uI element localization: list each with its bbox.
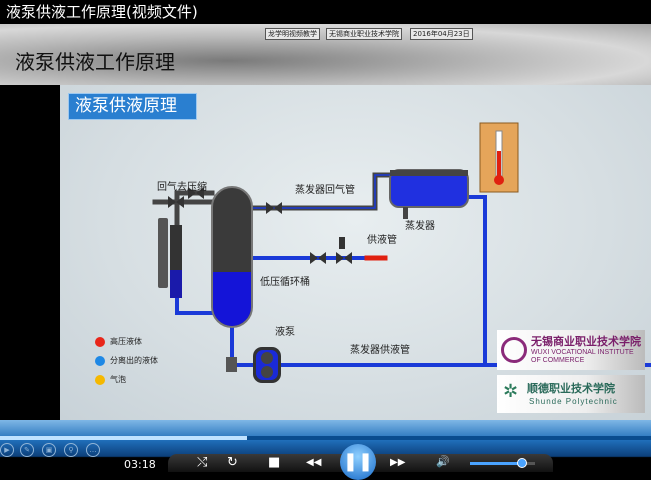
repeat-button[interactable]: ↻ <box>227 455 238 470</box>
label-pump: 液泵 <box>275 327 295 338</box>
tag-date: 2016年04月23日 <box>410 28 473 40</box>
label-evaporator: 蒸发器 <box>405 221 435 232</box>
search-icon[interactable]: ⚲ <box>64 443 78 457</box>
snapshot-icon[interactable]: ▣ <box>42 443 56 457</box>
volume-knob[interactable] <box>517 458 527 468</box>
diagram <box>152 122 651 383</box>
label-evap-supply: 蒸发器供液管 <box>350 345 410 356</box>
legend-separated-liquid: 分离出的液体 <box>95 355 158 366</box>
pause-button[interactable]: ❚❚ <box>340 444 376 480</box>
stop-button[interactable]: ■ <box>268 455 281 470</box>
label-low-pressure-drum: 低压循环桶 <box>260 277 310 288</box>
next-button[interactable]: ▶▶ <box>390 457 406 468</box>
logo-shunde: ✲ 顺德职业技术学院 Shunde Polytechnic <box>497 375 645 413</box>
video-area[interactable]: 液泵供液原理 <box>12 85 651 420</box>
evaporator <box>389 169 469 219</box>
low-pressure-drum <box>211 186 253 328</box>
video-title: 液泵供液原理 <box>68 93 197 120</box>
label-supply-pipe: 供液管 <box>367 235 397 246</box>
thermometer-icon <box>479 122 519 193</box>
logo-wuxi: 无锡商业职业技术学院 WUXI VOCATIONAL INSTITUTE OF … <box>497 330 645 370</box>
slide-header: 龙学明视频教学 无锡商业职业技术学院 2016年04月23日 液泵供液工作原理 <box>0 24 651 85</box>
seek-bar[interactable] <box>0 436 651 440</box>
valve-icons <box>168 187 352 264</box>
tag-school: 无锡商业职业技术学院 <box>326 28 402 40</box>
level-gauge <box>158 218 168 288</box>
previous-button[interactable]: ◀◀ <box>306 457 322 468</box>
time-display: 03:18 <box>124 458 156 471</box>
legend-high-pressure: 高压液体 <box>95 336 142 347</box>
slide-title: 液泵供液工作原理 <box>15 50 175 74</box>
more-icon[interactable]: … <box>86 443 100 457</box>
volume-icon[interactable]: 🔊 <box>436 455 450 468</box>
shuffle-button[interactable]: ⤭ <box>197 455 208 470</box>
tag-teacher: 龙学明视频教学 <box>265 28 320 40</box>
pen-icon[interactable]: ✎ <box>20 443 34 457</box>
label-return-compress: 回气去压缩 <box>157 182 207 193</box>
label-evap-return: 蒸发器回气管 <box>295 185 355 196</box>
media-player-controls: ▶ ✎ ▣ ⚲ … 03:18 ⤭ ↻ ■ ◀◀ ❚❚ ▶▶ 🔊 <box>0 420 651 480</box>
volume-slider[interactable] <box>470 458 535 468</box>
legend-bubble: 气泡 <box>95 374 126 385</box>
window-title: 液泵供液工作原理(视频文件) <box>0 0 651 24</box>
pump-icon <box>226 347 281 383</box>
video-frame: 液泵供液原理 <box>60 85 651 420</box>
play-small-icon[interactable]: ▶ <box>0 443 14 457</box>
